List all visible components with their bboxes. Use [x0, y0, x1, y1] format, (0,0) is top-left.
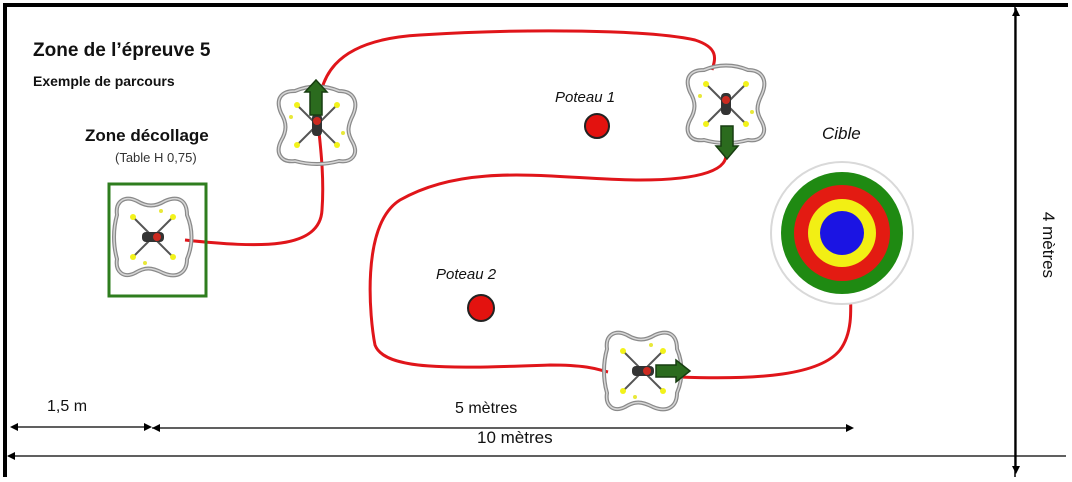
arrow-up-icon	[303, 78, 329, 116]
dimension-4m	[1012, 8, 1020, 474]
pole-1-marker	[584, 113, 610, 139]
arrow-down-icon	[714, 125, 740, 161]
pole-1-label: Poteau 1	[555, 89, 616, 106]
takeoff-zone-sublabel: (Table H 0,75)	[115, 150, 197, 165]
takeoff-zone-box	[107, 182, 208, 298]
arrow-right-icon	[655, 358, 692, 384]
flight-path	[184, 29, 853, 380]
dimension-label-1-5m: 1,5 m	[47, 398, 88, 415]
dimension-5m	[152, 424, 854, 432]
zone-subtitle: Exemple de parcours	[33, 73, 175, 89]
pole-2-marker	[467, 294, 495, 322]
drone-icon	[112, 196, 194, 278]
target-label: Cible	[822, 124, 861, 143]
dimension-label-10m: 10 mètres	[477, 428, 553, 447]
target-icon	[770, 161, 914, 305]
dimension-label-5m: 5 mètres	[455, 400, 518, 417]
zone-title: Zone de l’épreuve 5	[33, 40, 211, 61]
dimension-10m	[7, 452, 1066, 460]
dimension-1-5m	[10, 423, 152, 431]
takeoff-zone-label: Zone décollage	[85, 126, 209, 145]
dimension-label-4m: 4 mètres	[1039, 211, 1058, 279]
pole-2-label: Poteau 2	[436, 266, 497, 283]
